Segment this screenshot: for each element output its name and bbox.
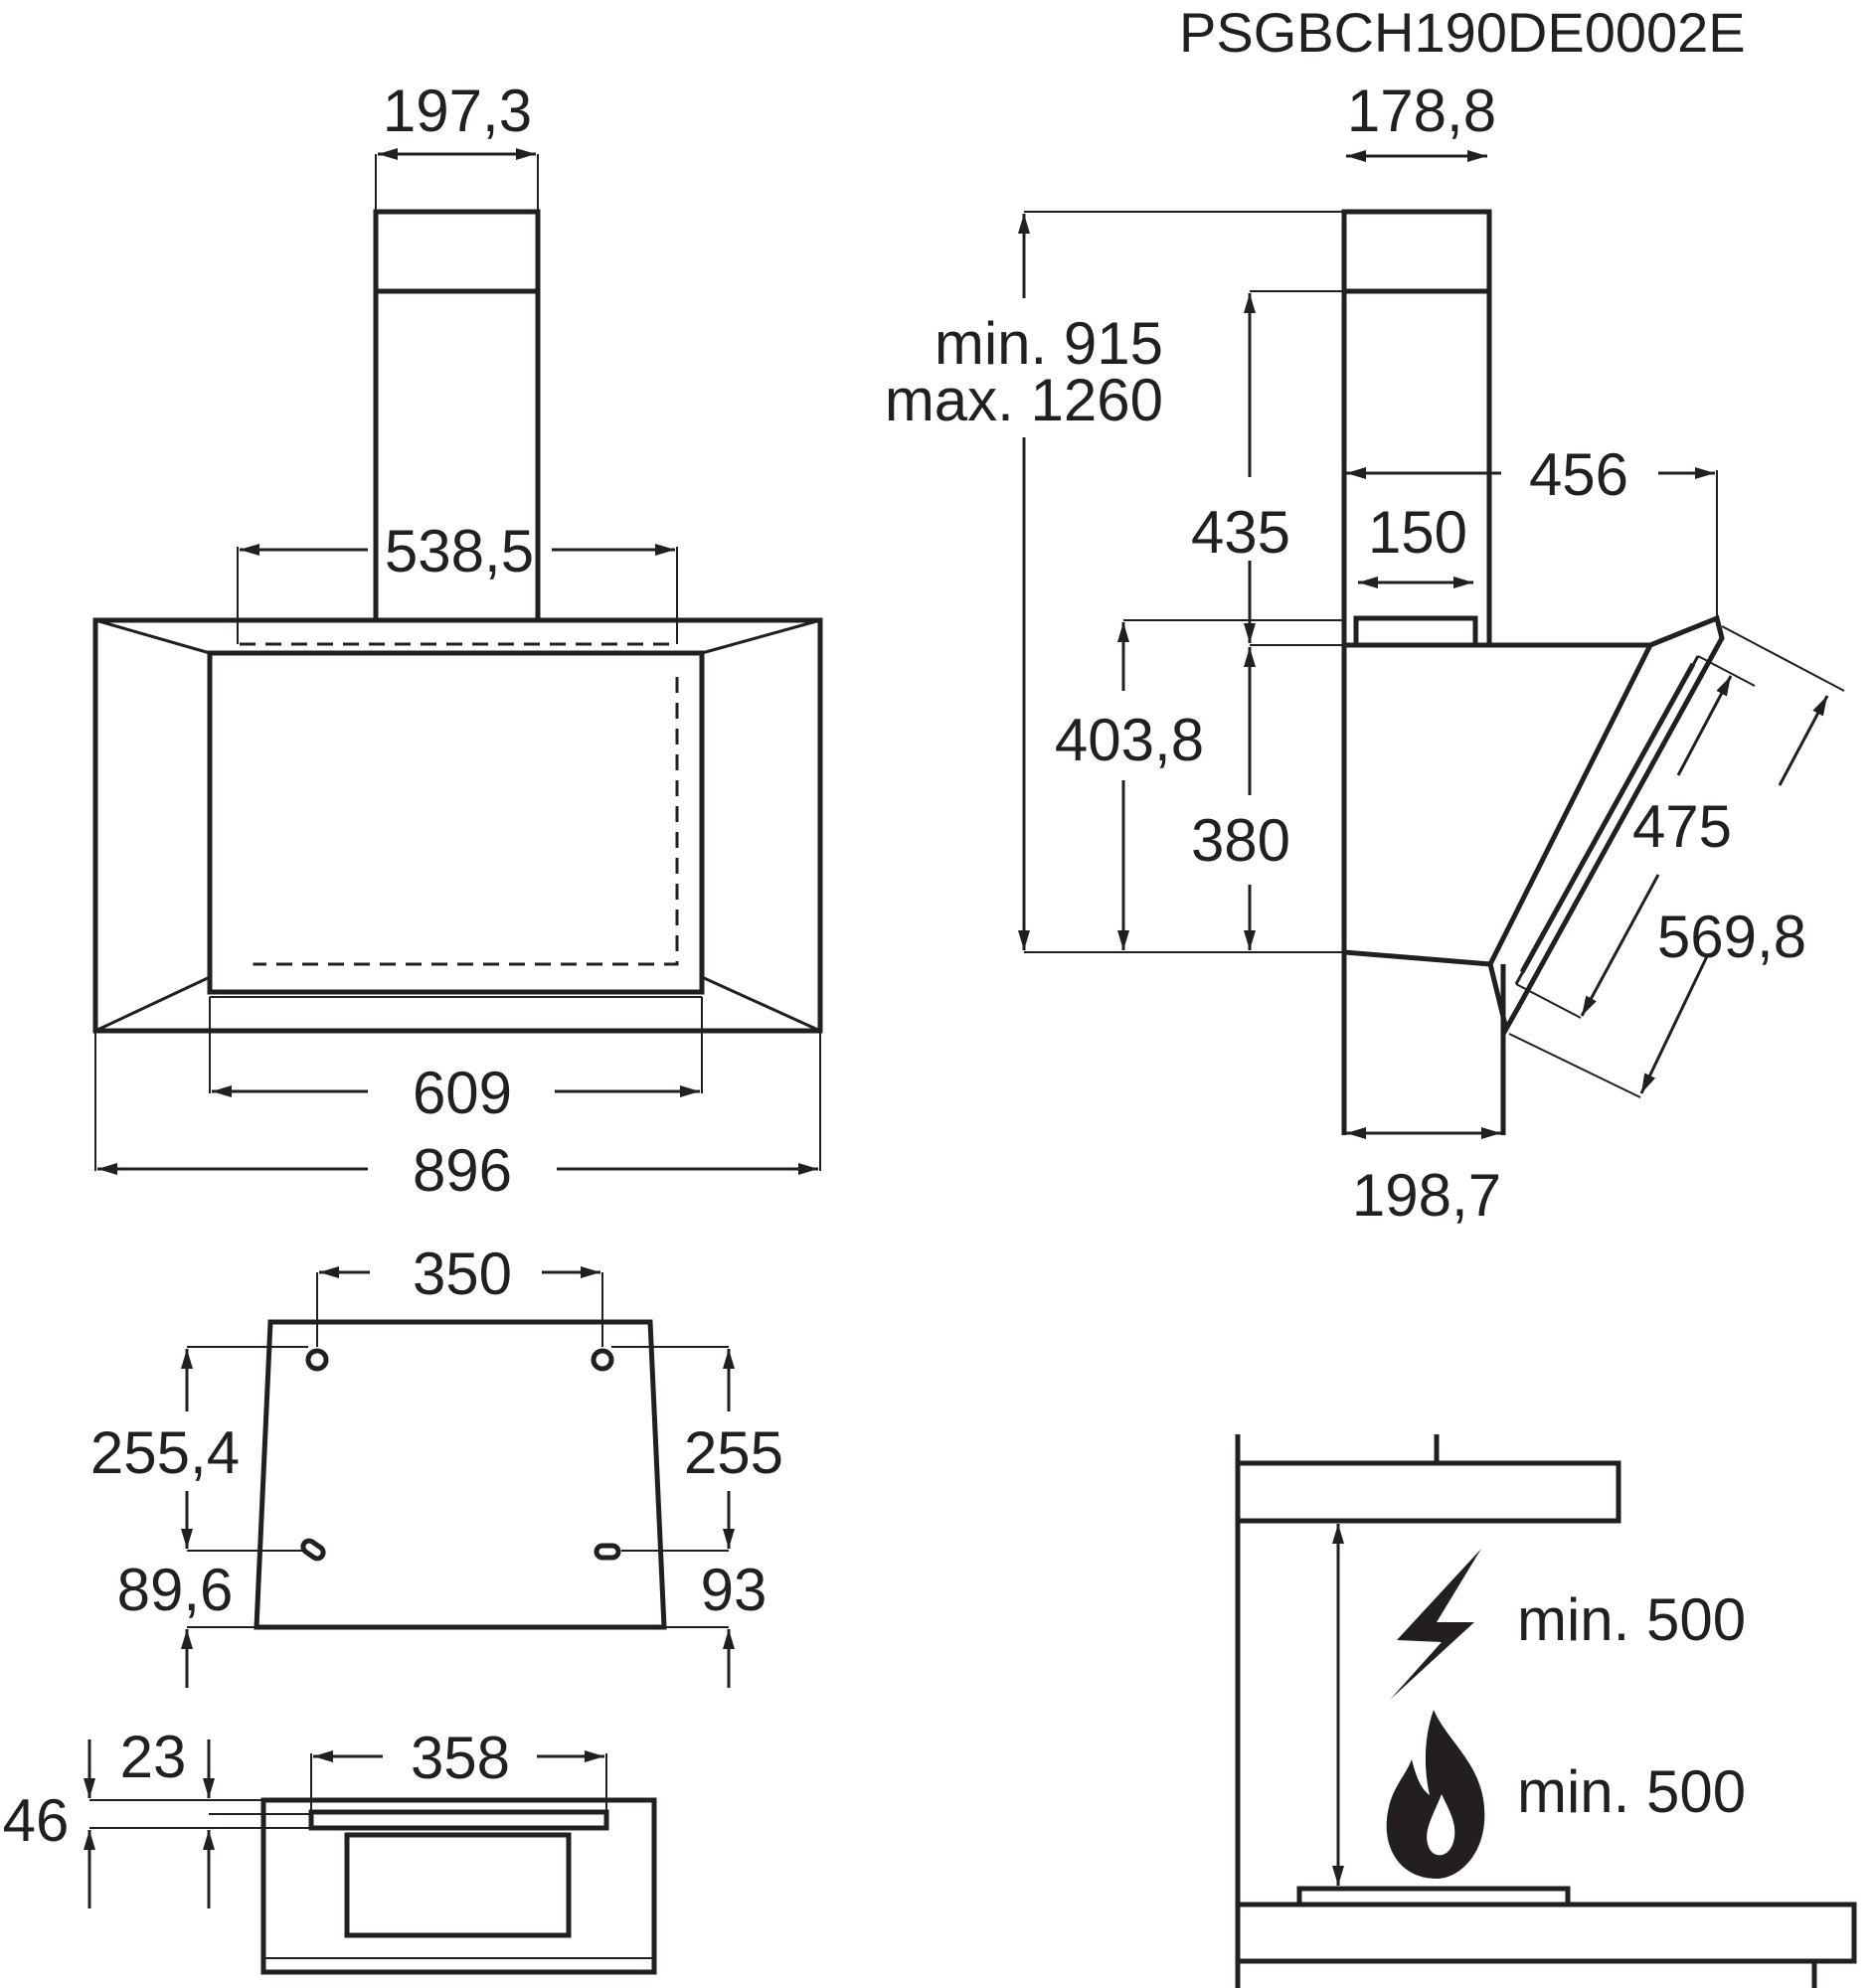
dim-body-height-a: 403,8: [1055, 707, 1204, 773]
mounting-hole-top-right: [591, 1348, 614, 1372]
dim-height-min: min. 915: [935, 310, 1163, 377]
front-glass-panel: [207, 650, 705, 995]
side-view: 178,8 min. 915 max. 1260 435 150 456 403…: [885, 78, 1845, 1229]
dim-panel-length-b: 569,8: [1657, 904, 1806, 970]
lightning-icon: [1390, 1549, 1481, 1700]
dim-right-bottom: 93: [701, 1557, 767, 1623]
dim-left-height: 255,4: [90, 1419, 240, 1486]
ext-line: [1697, 655, 1756, 687]
dim-bracket-width: 358: [411, 1725, 510, 1791]
dim-offset-total: 46: [3, 1787, 70, 1854]
front-perspective-line: [94, 975, 211, 1033]
side-panel-glass: [1519, 662, 1696, 974]
mounting-view: 350 255,4 89,6 255 93: [90, 1241, 783, 1688]
top-outer-body: [260, 1797, 657, 1975]
clearance-view: min. 500 min. 500: [1235, 1434, 1857, 1988]
dim-left-bottom: 89,6: [117, 1557, 234, 1623]
front-perspective-line: [94, 618, 211, 655]
mounting-slot-bottom-left: [300, 1538, 326, 1562]
clearance-hood: [1235, 1460, 1621, 1524]
dim-body-height-b: 380: [1191, 807, 1290, 874]
front-view: 197,3 538,5 609 896: [92, 78, 823, 1204]
mounting-hole-top-left: [305, 1348, 329, 1372]
top-bracket: [308, 1809, 609, 1831]
ext-line: [1721, 625, 1845, 692]
dim-hole-spacing: 350: [413, 1241, 512, 1307]
dim-overall-depth: 456: [1529, 441, 1628, 508]
dim-canopy-width: 609: [413, 1060, 512, 1126]
side-chimney: [1341, 209, 1492, 648]
dim-base-depth: 198,7: [1352, 1162, 1501, 1229]
front-outer-hood: [92, 617, 823, 1034]
dim-height-max: max. 1260: [885, 367, 1163, 433]
dim-inner-width: 538,5: [385, 518, 534, 584]
dim-line: [1778, 695, 1829, 786]
side-body: [1341, 642, 1655, 967]
dim-panel-length-a: 475: [1632, 793, 1732, 860]
top-outlet: [344, 1832, 572, 1938]
dim-line: [1580, 874, 1660, 1017]
ext-line: [1515, 983, 1582, 1019]
dim-total-width: 896: [413, 1137, 512, 1204]
drawing-code: PSGBCH190DE0002E: [1179, 1, 1746, 64]
clearance-gas-label: min. 500: [1517, 1758, 1746, 1825]
side-outlet: [1353, 615, 1478, 648]
mounting-slot-bottom-right: [594, 1543, 621, 1561]
clearance-worktop: [1235, 1902, 1857, 1964]
dim-chimney-depth: 178,8: [1347, 78, 1496, 144]
dim-line: [1676, 675, 1733, 776]
ext-line: [1508, 1033, 1641, 1098]
front-perspective-line: [701, 975, 821, 1033]
dim-right-height: 255: [684, 1419, 783, 1486]
dim-chimney-width: 197,3: [383, 78, 532, 144]
dim-outlet-width: 150: [1368, 499, 1467, 566]
dim-chimney-lower: 435: [1191, 499, 1290, 566]
dim-offset-small: 23: [120, 1724, 187, 1790]
front-perspective-line: [701, 618, 821, 655]
flame-icon: [1386, 1710, 1485, 1879]
flame-icon-inner: [1427, 1794, 1455, 1856]
front-filter-dashed: [235, 668, 679, 966]
top-view: 358 23 46: [3, 1724, 657, 1975]
dim-line: [1639, 953, 1710, 1094]
clearance-electric-label: min. 500: [1517, 1586, 1746, 1653]
